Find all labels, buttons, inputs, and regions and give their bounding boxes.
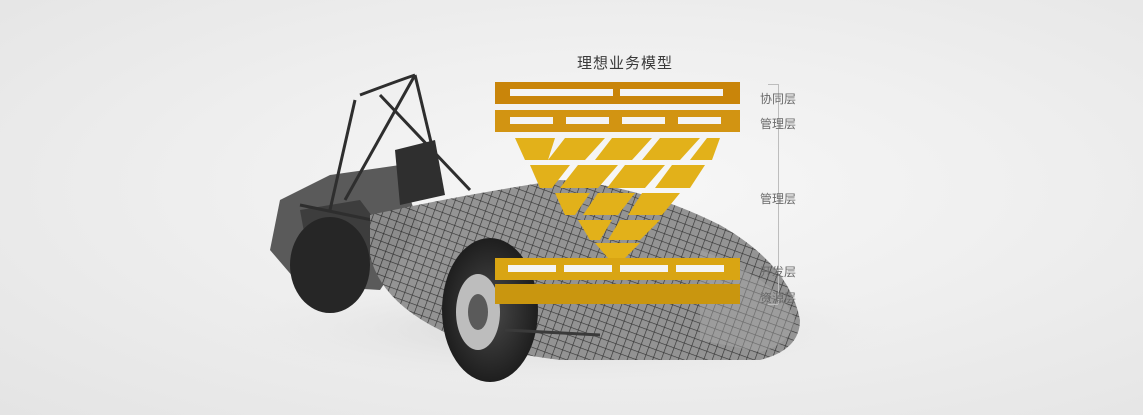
bracket-line (778, 84, 779, 304)
layer-label-resource: 资源层 (760, 291, 797, 305)
layer-band-development (495, 258, 740, 280)
layer-label-development: 开发层 (760, 265, 797, 279)
diagram-title: 理想业务模型 (576, 54, 673, 72)
bracket-tick (768, 304, 778, 305)
layer-band-collaboration (495, 82, 740, 104)
layer-label-management: 管理层 (760, 192, 797, 206)
layer-label-collaboration: 协同层 (760, 92, 797, 106)
layer-funnel-management (515, 138, 720, 258)
layer-label-management-top: 管理层 (760, 117, 797, 131)
layer-band-resource (495, 284, 740, 304)
layer-band-management-top (495, 110, 740, 132)
bracket-tick (768, 84, 778, 85)
